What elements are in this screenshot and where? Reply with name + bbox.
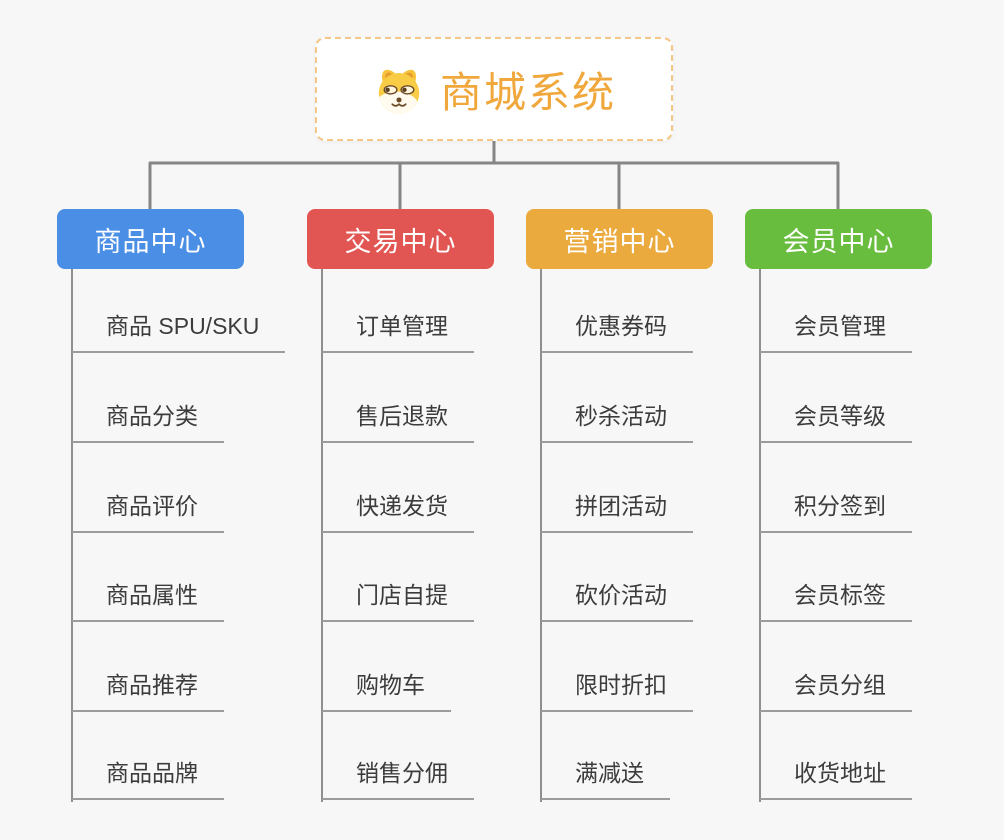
dog-face-icon [372, 62, 426, 116]
subtopic[interactable]: 积分签到 [760, 491, 912, 533]
bus-line [148, 161, 840, 210]
branch-marketing-center: 营销中心 优惠券码 秒杀活动 拼团活动 砍价活动 限时折扣 满减送 [526, 209, 786, 819]
subtopic[interactable]: 商品 SPU/SKU [72, 311, 286, 353]
subtopic[interactable]: 售后退款 [322, 401, 474, 443]
subtopic[interactable]: 订单管理 [322, 311, 474, 353]
branch-spine [540, 269, 542, 802]
subtopic[interactable]: 会员分组 [760, 670, 912, 712]
subtopic[interactable]: 秒杀活动 [541, 401, 693, 443]
subtopic[interactable]: 拼团活动 [541, 491, 693, 533]
branch-spine [71, 269, 73, 802]
subtopic[interactable]: 商品分类 [72, 401, 224, 443]
subtopic[interactable]: 销售分佣 [322, 758, 474, 800]
subtopic[interactable]: 会员管理 [760, 311, 912, 353]
branch-header-product-center[interactable]: 商品中心 [57, 209, 244, 269]
subtopic[interactable]: 满减送 [541, 758, 670, 800]
subtopic[interactable]: 会员等级 [760, 401, 912, 443]
root-topic[interactable]: 商城系统 [315, 37, 673, 141]
branch-trade-center: 交易中心 订单管理 售后退款 快递发货 门店自提 购物车 销售分佣 [307, 209, 567, 819]
subtopic[interactable]: 商品评价 [72, 491, 224, 533]
subtopic[interactable]: 商品属性 [72, 580, 224, 622]
subtopic[interactable]: 商品推荐 [72, 670, 224, 712]
subtopic[interactable]: 快递发货 [322, 491, 474, 533]
branch-header-trade-center[interactable]: 交易中心 [307, 209, 494, 269]
subtopic[interactable]: 门店自提 [322, 580, 474, 622]
branch-spine [321, 269, 323, 802]
branch-member-center: 会员中心 会员管理 会员等级 积分签到 会员标签 会员分组 收货地址 [745, 209, 1004, 819]
branch-header-marketing-center[interactable]: 营销中心 [526, 209, 713, 269]
subtopic[interactable]: 商品品牌 [72, 758, 224, 800]
subtopic[interactable]: 优惠券码 [541, 311, 693, 353]
subtopic[interactable]: 限时折扣 [541, 670, 693, 712]
root-topic-label: 商城系统 [439, 68, 616, 116]
subtopic[interactable]: 会员标签 [760, 580, 912, 622]
branch-spine [759, 269, 761, 802]
subtopic[interactable]: 购物车 [322, 670, 451, 712]
subtopic[interactable]: 收货地址 [760, 758, 912, 800]
branch-product-center: 商品中心 商品 SPU/SKU 商品分类 商品评价 商品属性 商品推荐 商品品牌 [57, 209, 317, 819]
branch-header-member-center[interactable]: 会员中心 [745, 209, 932, 269]
subtopic[interactable]: 砍价活动 [541, 580, 693, 622]
